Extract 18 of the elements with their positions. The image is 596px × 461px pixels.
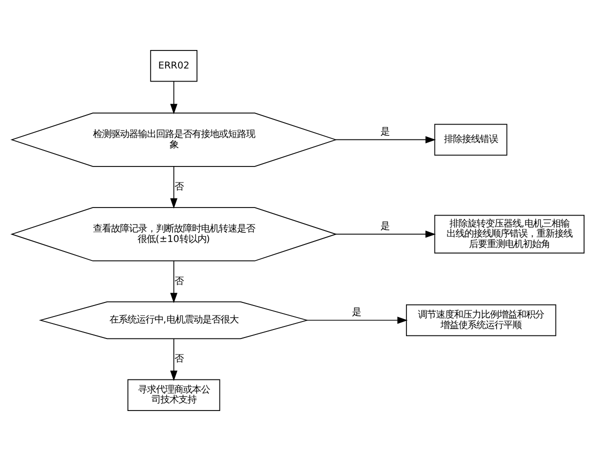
arrow bbox=[335, 136, 436, 144]
arrow bbox=[306, 316, 408, 324]
arrow bbox=[335, 230, 436, 238]
node-box: 排除旋转变压器线,电机三相输出线的接线顺序错误，重新接线后要重测电机初始角 bbox=[434, 214, 585, 254]
node-box: 寻求代理商或本公司技术支持 bbox=[127, 379, 220, 411]
edge-label: 是 bbox=[380, 126, 390, 138]
edge-label: 是 bbox=[352, 306, 362, 318]
node-box: 排除接线错误 bbox=[434, 124, 508, 156]
node-box: ERR02 bbox=[150, 50, 198, 82]
edge-label: 否 bbox=[174, 181, 184, 192]
edge-label: 是 bbox=[380, 220, 390, 232]
edge-label: 否 bbox=[174, 353, 184, 364]
arrow bbox=[170, 80, 178, 114]
arrow bbox=[170, 260, 178, 304]
arrow bbox=[170, 338, 178, 381]
edge-label: 否 bbox=[174, 276, 184, 287]
arrow bbox=[170, 166, 178, 209]
node-box: 调节速度和压力比例增益和积分增益使系统运行平顺 bbox=[406, 304, 556, 336]
